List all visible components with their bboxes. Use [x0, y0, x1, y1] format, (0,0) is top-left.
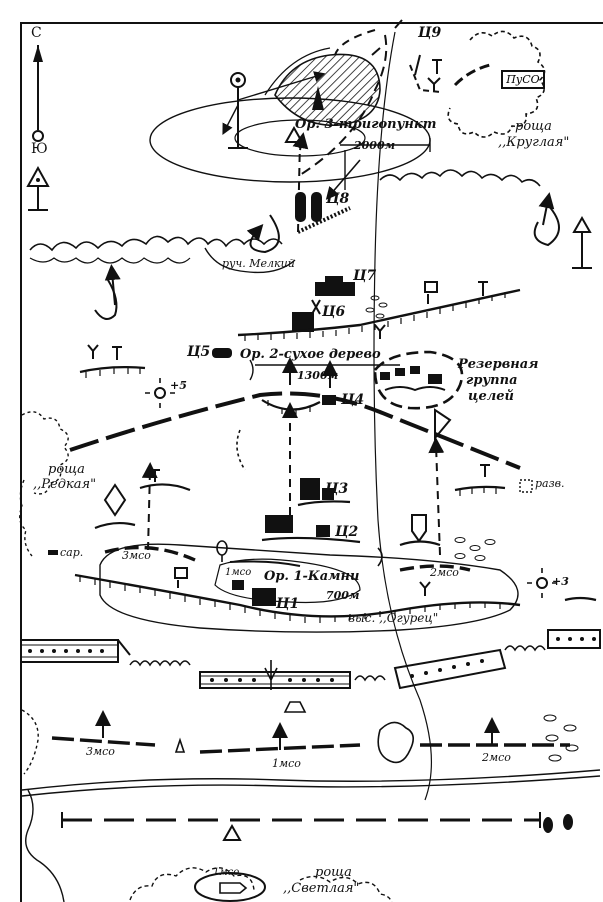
razv-label: разв. — [535, 477, 565, 490]
grove-svetlaya-line1: роща — [315, 865, 352, 880]
target-1-icon — [232, 580, 276, 606]
target-9-obstacles — [371, 19, 491, 93]
trig-point-right-icon — [572, 215, 592, 269]
plus3-label: +3 — [552, 575, 569, 588]
lake — [377, 721, 414, 764]
grove-svetlaya — [129, 867, 393, 902]
grove-kruglaya-line2: ,,Круглая" — [498, 135, 570, 150]
height-label: выс. ,,Огурец" — [348, 611, 439, 625]
target-6-icon — [292, 299, 321, 332]
reserve-line2: группа — [466, 373, 518, 388]
sun-icon — [145, 378, 175, 408]
line-dashed-main — [69, 391, 521, 470]
tree-icon — [216, 540, 228, 562]
target-4-icon — [322, 395, 336, 405]
target-5-icon — [212, 348, 232, 358]
grove-redkaya-line1: роща — [48, 462, 85, 477]
reserve-line1: Резервная — [458, 357, 539, 372]
triangulation-point-icon — [26, 165, 50, 211]
aircraft-icon — [312, 86, 324, 110]
unit-3mso-rear: 3мсо — [86, 745, 115, 758]
dot-row — [28, 637, 596, 682]
reserve-line3: целей — [468, 389, 514, 404]
target-7-icon — [315, 276, 355, 296]
target-5-label: Ц5 — [187, 344, 211, 360]
target-9-label: Ц9 — [418, 25, 442, 41]
target-7-label: Ц7 — [353, 268, 377, 284]
stream-label: руч. Мелкий — [222, 257, 295, 270]
target-8-label: Ц8 — [326, 191, 350, 207]
grove-kruglaya-edge — [379, 169, 541, 187]
target-6-label: Ц6 — [322, 304, 346, 320]
target-4-label: Ц4 — [341, 392, 365, 408]
reserve-targets — [373, 350, 464, 410]
obstacle-dots — [365, 295, 388, 319]
target-1-label: Ц1 — [276, 596, 300, 612]
target-2-icon — [265, 515, 330, 537]
fortified-belt — [20, 629, 601, 690]
compass-icon — [32, 45, 44, 142]
puso-label: ПуСО — [506, 73, 540, 86]
obstacle-dots — [543, 714, 579, 762]
unit-2mso-front: 2мсо — [430, 566, 459, 579]
unit-1mso-front: 1мсо — [225, 567, 252, 578]
road — [373, 31, 433, 801]
sun-icon — [527, 568, 557, 598]
grove-svetlaya-line2: ,,Светлая" — [283, 881, 360, 896]
unit-3mso-front: 3мсо — [122, 549, 151, 562]
obstacle-dots — [454, 537, 496, 561]
unit-1mso-bottom: 1мсо — [213, 867, 240, 878]
unit-2mso-rear: 2мсо — [482, 751, 511, 764]
plus5-label: +5 — [170, 379, 187, 392]
height-ogurets-contour — [99, 543, 519, 633]
hill-3-distance: 2000м — [354, 139, 396, 152]
target-3-icon — [300, 478, 334, 500]
tree-icon — [543, 814, 573, 833]
target-3-label: Ц3 — [325, 481, 349, 497]
target-2-label: Ц2 — [335, 524, 359, 540]
grove-kruglaya-outline — [447, 30, 546, 138]
compass-south-label: Ю — [31, 141, 48, 157]
puso-box: ПуСО — [501, 70, 545, 89]
hill-1-label-text: Ор. 1-Камни — [264, 569, 360, 584]
grove-redkaya-line2: ,,Редкая" — [33, 477, 97, 492]
grove-kruglaya-line1: роща — [515, 119, 552, 134]
forest-edge-left — [29, 235, 283, 252]
river — [21, 769, 601, 791]
observation-post-icon — [222, 71, 326, 149]
compass-north-label: С — [31, 25, 42, 41]
hill-3-label: Ор. 3-тригопункт — [295, 117, 437, 132]
sar-label: сар. — [60, 546, 84, 559]
hill-3-contours — [149, 47, 431, 183]
unit-1mso-rear: 1мсо — [272, 757, 301, 770]
hill-1-distance: 700м — [326, 589, 360, 602]
trench-or2 — [237, 288, 521, 337]
hill-2-label: Ор. 2-сухое дерево — [240, 347, 381, 362]
hill-2-distance: 1300м — [297, 369, 339, 382]
